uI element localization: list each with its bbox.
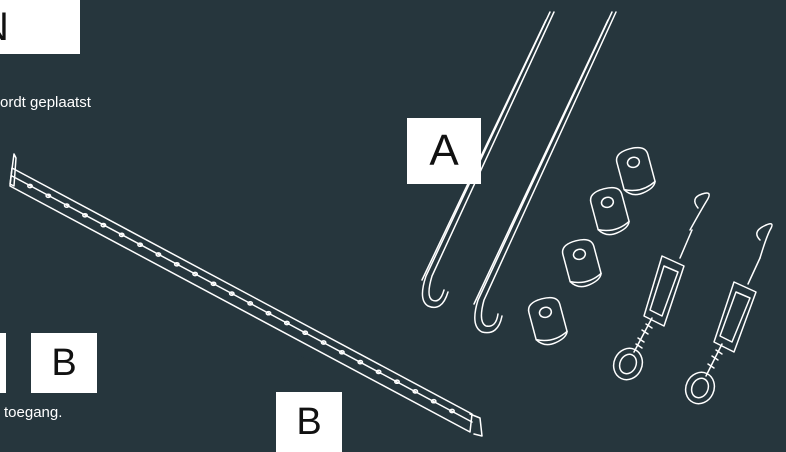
label-b-small: B (31, 333, 97, 393)
rail-hole (155, 252, 162, 257)
rail-hole (210, 281, 217, 287)
rail-hole (137, 242, 144, 248)
rail-hole (357, 359, 364, 365)
rail-part-b (9, 153, 483, 437)
title-box: N (0, 0, 80, 54)
caption-bottom: toegang. (4, 404, 63, 421)
rail-hole (228, 291, 235, 296)
rail-hole (302, 330, 309, 336)
rail-hole (412, 389, 419, 394)
rail-hole (430, 398, 437, 404)
rail-hole (118, 232, 125, 238)
rail-hole (338, 349, 345, 355)
rail-holes (27, 183, 455, 414)
rail-hole (192, 271, 199, 277)
hook-rod-1 (421, 11, 555, 309)
caption-top: ordt geplaatst (0, 94, 91, 111)
rail-hole (173, 261, 180, 267)
rail-hole (283, 320, 290, 326)
hook-rod-2 (473, 11, 617, 334)
rail-hole (45, 193, 52, 199)
turnbuckle-1 (612, 192, 710, 381)
label-b-cropped (0, 333, 6, 393)
clip-3 (561, 238, 602, 288)
label-b-large: B (276, 392, 342, 452)
rail-hole (247, 301, 254, 306)
rail-hole (27, 183, 33, 189)
rail-hole (449, 408, 455, 414)
title-text: N (0, 5, 9, 50)
rail-hole (100, 222, 107, 228)
label-a: A (407, 118, 481, 184)
rail-hole (375, 369, 382, 375)
clip-4 (527, 296, 568, 346)
rail-hole (394, 379, 400, 385)
rail-hole (82, 212, 88, 218)
rail-hole (265, 310, 272, 316)
rail-hole (63, 203, 70, 208)
clip-2 (589, 186, 630, 236)
turnbuckle-2 (684, 223, 773, 405)
rail-hole (320, 340, 327, 345)
clip-1 (615, 146, 656, 196)
